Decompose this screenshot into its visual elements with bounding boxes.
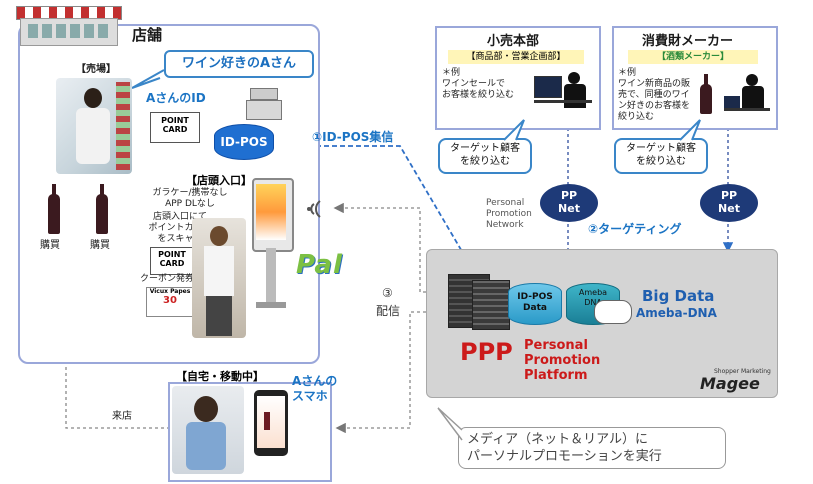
- pos-register-icon: [246, 88, 282, 120]
- ppp-label: PPP: [460, 338, 513, 366]
- retail-hq-example: ＊例 ワインセールで お客様を絞り込む: [442, 68, 515, 100]
- maker-bubble: ターゲット顧客 を絞り込む: [614, 138, 708, 174]
- callout-pointer: [131, 69, 165, 89]
- id-pos-data-label: ID-POS Data: [517, 292, 553, 313]
- coupon-value: 30: [163, 295, 177, 306]
- kiosk-terminal: [252, 178, 294, 308]
- pp-net-cloud-1: PP Net: [540, 184, 598, 222]
- ppnet-description: Personal Promotion Network: [486, 198, 532, 230]
- coupon-label: クーポン発券: [140, 274, 195, 284]
- scan-note: 店頭入口にて ポイントカード をスキャン: [148, 212, 212, 244]
- wireless-signal-icon: [307, 200, 321, 218]
- entrance-label: 【店頭入口】: [186, 174, 252, 187]
- ameba-label: Ameba DNA: [578, 288, 608, 307]
- id-pos-collect-label: ①ID-POS集信: [312, 130, 394, 144]
- note-pointer: [437, 407, 463, 441]
- wine-bottle-icon: [700, 74, 712, 114]
- purchase-label-2: 購買: [90, 240, 110, 251]
- customer-callout: ワイン好きのAさん: [164, 50, 314, 78]
- pal-logo: Pal: [296, 250, 343, 280]
- magee-logo: Magee: [700, 374, 760, 393]
- magee-small-label: Shopper Marketing: [714, 368, 771, 375]
- retail-hq-bubble: ターゲット顧客 を絞り込む: [438, 138, 532, 174]
- wine-bottle-icon: [48, 184, 60, 234]
- ppp-full-name: Personal Promotion Platform: [524, 338, 601, 383]
- delivery-line-store: [333, 202, 438, 293]
- delivery-label: 配信: [376, 304, 401, 318]
- people-group-icon: [594, 300, 632, 324]
- id-pos-label: ID-POS: [220, 135, 268, 149]
- maker-dept: 【酒類メーカー】: [628, 50, 758, 64]
- home-title: 【自宅・移動中】: [176, 370, 264, 383]
- id-pos-cylinder: ID-POS: [214, 124, 274, 160]
- pp-net-cloud-2: PP Net: [700, 184, 758, 222]
- customer-at-kiosk-photo: [192, 218, 246, 338]
- woman-with-phone-photo: [172, 386, 244, 474]
- wine-bottle-icon: [96, 184, 108, 234]
- smartphone-icon: [254, 390, 288, 456]
- media-note: メディア（ネット＆リアル）に パーソナルプロモーションを実行: [458, 427, 726, 469]
- server-rack-icon: [472, 280, 510, 330]
- big-data-label: Big Data: [642, 287, 715, 305]
- targeting-label: ②ターゲティング: [588, 222, 682, 236]
- ameba-dna-label: Ameba-DNA: [636, 306, 717, 320]
- a-id-label: AさんのID: [146, 91, 206, 105]
- delivery-number: ③: [382, 286, 393, 300]
- maker-title: 消費財メーカー: [642, 34, 734, 49]
- office-worker-icon: [534, 68, 592, 120]
- delivery-line-home: [335, 311, 438, 434]
- store-title: 店舗: [132, 26, 163, 44]
- id-pos-data-cylinder: ID-POS Data: [508, 283, 562, 325]
- retail-hq-dept: 【商品部・営業企画部】: [448, 50, 584, 64]
- sales-floor-label: 【売場】: [76, 64, 116, 75]
- visit-label: 来店: [112, 411, 132, 422]
- entrance-note: ガラケー/携帯なし APP DLなし: [152, 188, 228, 209]
- phone-label: Aさんの スマホ: [292, 374, 338, 403]
- point-card-2: POINT CARD: [150, 247, 194, 275]
- purchase-label-1: 購買: [40, 240, 60, 251]
- store-building-icon: [14, 6, 124, 46]
- point-card-1: POINT CARD: [150, 112, 200, 143]
- coupon-title: Vicux Papes: [149, 288, 191, 295]
- bubble-pointer: [503, 119, 525, 141]
- shopper-photo: [56, 78, 132, 174]
- maker-example: ＊例 ワイン新商品の販 売で、同種のワイ ン好きのお客様を 絞り込む: [618, 68, 691, 122]
- coupon-ticket: Vicux Papes 30: [146, 287, 194, 317]
- retail-hq-title: 小売本部: [487, 34, 540, 49]
- bubble-pointer: [679, 119, 701, 141]
- office-worker-icon: [724, 72, 770, 120]
